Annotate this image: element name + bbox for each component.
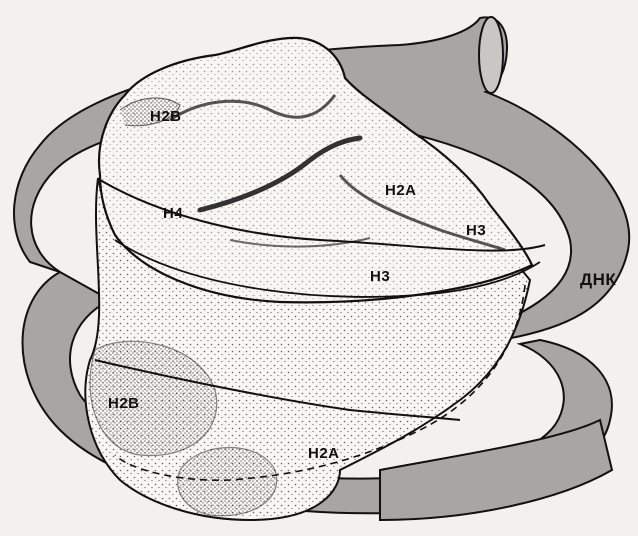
histone-lobe-bottom-round [178, 448, 277, 516]
label-h4: H4 [163, 205, 183, 222]
label-h3-center: H3 [370, 268, 390, 285]
dna-end-opening [479, 17, 503, 93]
label-h2a-bottom: H2A [308, 445, 340, 462]
label-h2b-top: H2B [150, 108, 182, 125]
label-h2b-bottom: H2B [108, 395, 140, 412]
label-h2a-top: H2A [385, 182, 417, 199]
label-dna: ДНК [580, 270, 616, 290]
label-h3-right: H3 [466, 222, 486, 239]
